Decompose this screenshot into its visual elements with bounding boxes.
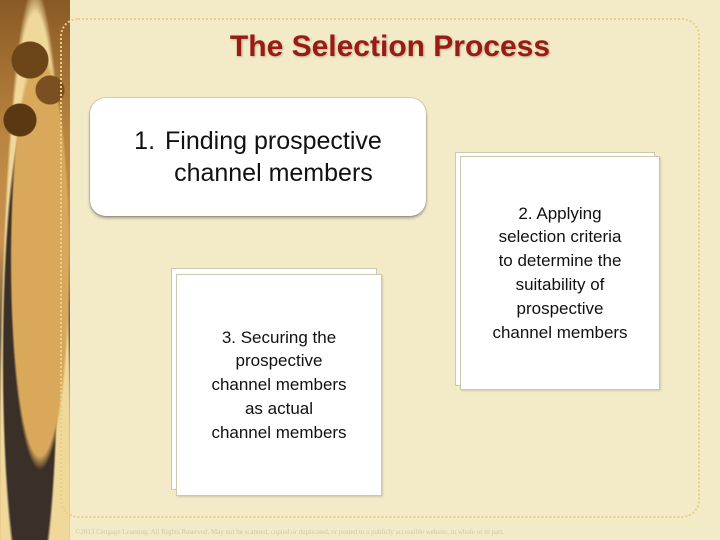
slide-title: The Selection Process: [229, 30, 551, 63]
step-1-number: 1.: [134, 126, 156, 155]
step-2-card: 2. Applying selection criteria to determ…: [460, 156, 660, 390]
copyright-footer: ©2013 Cengage Learning. All Rights Reser…: [75, 528, 505, 536]
step-3-card: 3. Securing the prospective channel memb…: [176, 274, 382, 496]
decorative-coffee-photo-strip: [0, 0, 70, 540]
step-3-text: 3. Securing the prospective channel memb…: [211, 327, 347, 442]
dotted-frame: [60, 18, 700, 518]
step-2-text: 2. Applying selection criteria to determ…: [492, 203, 628, 342]
step-1-text: Finding prospective channel members: [165, 126, 382, 188]
step-1-box: 1. Finding prospective channel members: [90, 98, 426, 216]
